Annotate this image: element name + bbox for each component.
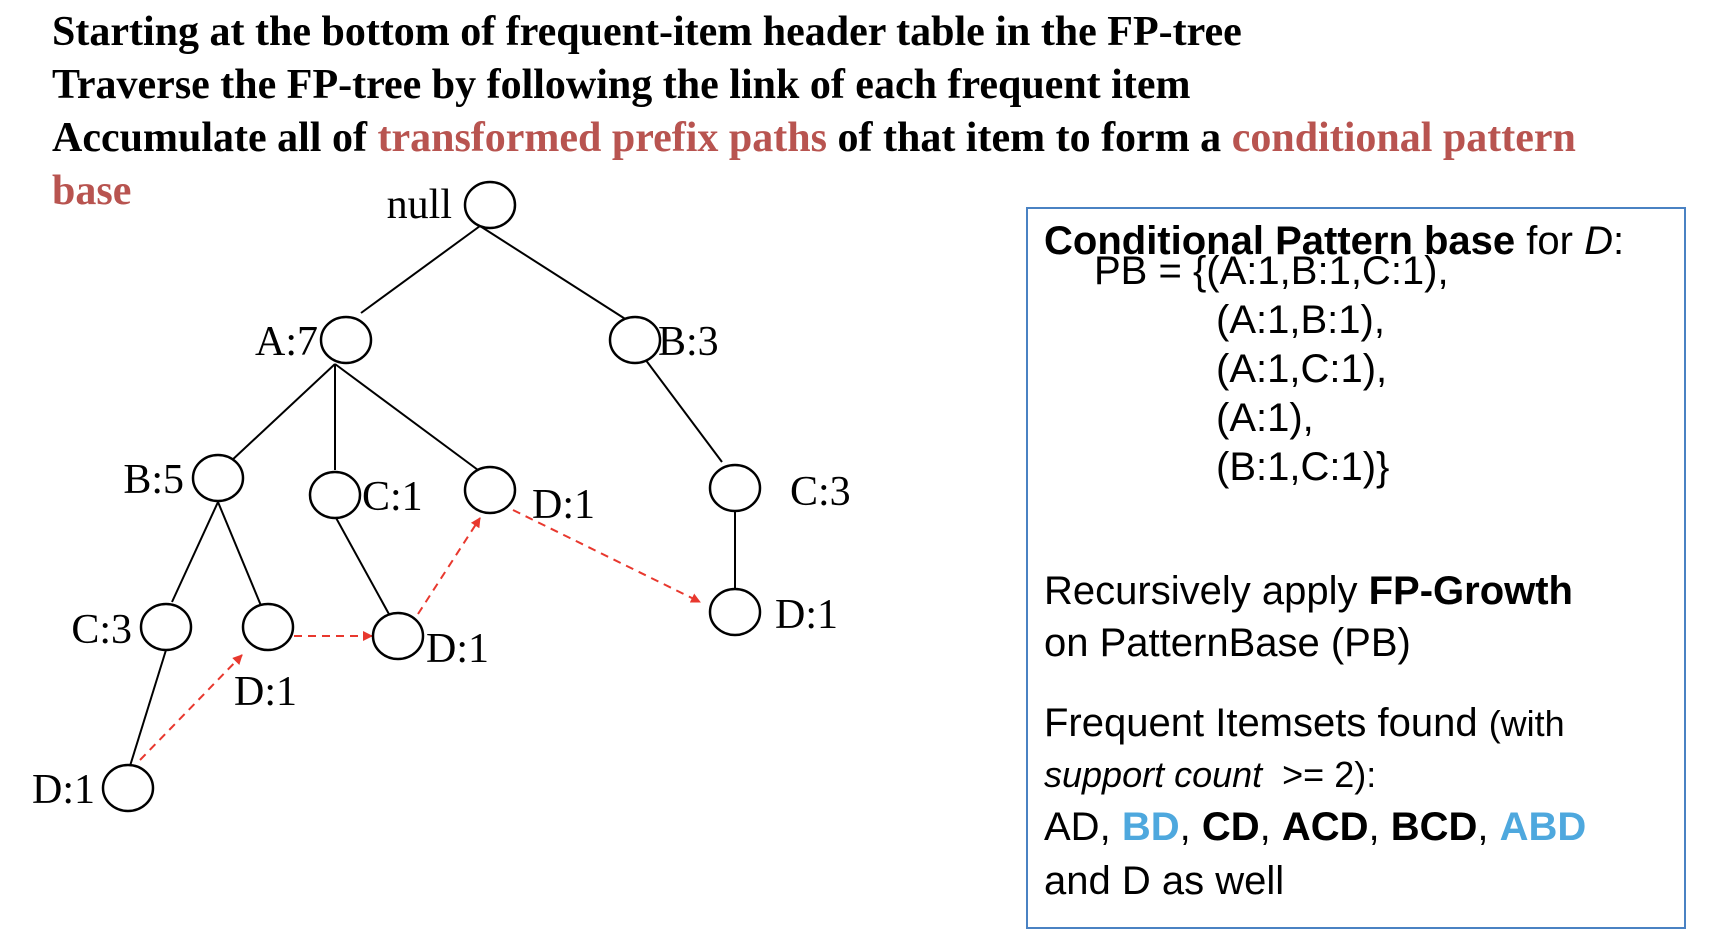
- frequent-line-4: and D as well: [1044, 859, 1285, 903]
- node-d1-b: [241, 602, 295, 652]
- node-c1: [308, 470, 362, 520]
- node-null: [463, 180, 517, 230]
- pattern-base-line-4: (A:1),: [1216, 396, 1314, 440]
- fp-tree-diagram: null A:7 B:3 B:5 C:1 D:1 C:3 C:3 D:1 D:1…: [32, 180, 851, 813]
- edge-null-b3: [479, 225, 631, 323]
- frequent-line-1: Frequent Itemsets found (with: [1044, 699, 1565, 748]
- pattern-base-line-2: (A:1,B:1),: [1216, 298, 1385, 342]
- edge-b5-c3-left: [171, 501, 219, 603]
- label-d1-d: D:1: [775, 592, 838, 638]
- node-d1-d: [708, 587, 762, 637]
- panel-title-item: D: [1584, 219, 1613, 263]
- node-b5: [191, 453, 245, 503]
- frequent-with: (with: [1488, 703, 1565, 744]
- label-a7: A:7: [255, 319, 318, 365]
- node-links: [139, 509, 701, 761]
- edge-c1-d1-c: [334, 515, 391, 617]
- label-d1-c: D:1: [426, 626, 489, 672]
- fp-growth-term: FP-Growth: [1368, 569, 1573, 613]
- node-link-arrow-1: [139, 654, 243, 761]
- heading-line-2: Traverse the FP-tree by following the li…: [52, 62, 1191, 108]
- transformed-prefix-paths-highlight: transformed prefix paths: [377, 115, 827, 161]
- tree-nodes: [101, 180, 762, 813]
- heading-line-4: base: [52, 168, 132, 214]
- label-c3-left: C:3: [71, 607, 132, 653]
- label-d1-b: D:1: [234, 669, 297, 715]
- node-link-arrow-3: [417, 517, 481, 615]
- heading-line-3-part-c: of that item to form a: [826, 115, 1232, 161]
- node-d1-a: [463, 465, 517, 515]
- label-b3: B:3: [658, 319, 719, 365]
- itemset-abd: ABD: [1499, 805, 1587, 849]
- itemset-ad: AD: [1044, 805, 1100, 849]
- recursive-text: Recursively apply: [1044, 569, 1369, 613]
- label-null: null: [387, 182, 452, 228]
- label-c3-right: C:3: [790, 469, 851, 515]
- edge-a7-d1-a: [334, 363, 479, 471]
- itemset-separator: ,: [1099, 805, 1122, 849]
- conditional-pattern-base-panel: Conditional Pattern base for D: PB = {(A…: [1026, 207, 1686, 929]
- label-c1: C:1: [362, 474, 423, 520]
- itemset-bd: BD: [1121, 805, 1180, 849]
- itemset-cd: CD: [1201, 805, 1260, 849]
- heading-line-1: Starting at the bottom of frequent-item …: [52, 9, 1242, 55]
- itemset-separator: ,: [1368, 805, 1391, 849]
- node-link-arrow-4: [512, 509, 701, 603]
- node-c3-right: [708, 463, 762, 513]
- heading-line-3: Accumulate all of transformed prefix pat…: [52, 112, 1702, 165]
- node-c3-left: [139, 602, 193, 652]
- support-threshold: >= 2):: [1262, 754, 1377, 795]
- itemset-separator: ,: [1477, 805, 1500, 849]
- frequent-line-2: support count >= 2):: [1044, 751, 1376, 799]
- node-b3: [608, 315, 662, 365]
- recursive-line-1: Recursively apply FP-Growth: [1044, 567, 1573, 615]
- frequent-itemsets-list: AD, BD, CD, ACD, BCD, ABD: [1044, 803, 1586, 851]
- label-b5: B:5: [123, 457, 184, 503]
- support-count-term: support count: [1044, 754, 1263, 795]
- panel-title-colon: :: [1612, 219, 1625, 263]
- node-d1-c: [371, 611, 425, 661]
- panel-title-for: for: [1515, 219, 1585, 263]
- panel-title: Conditional Pattern base for D:: [1044, 217, 1624, 265]
- edge-a7-b5: [229, 363, 336, 463]
- edge-null-a7: [360, 225, 481, 314]
- frequent-text: Frequent Itemsets found: [1044, 701, 1489, 745]
- tree-edges: [129, 225, 736, 767]
- heading: Starting at the bottom of frequent-item …: [52, 6, 1702, 218]
- pattern-base-line-3: (A:1,C:1),: [1216, 347, 1388, 391]
- node-d1-e: [101, 763, 155, 813]
- edge-b3-c3-right: [641, 354, 723, 463]
- panel-title-bold: Conditional Pattern base: [1044, 219, 1516, 263]
- conditional-pattern-highlight: conditional pattern: [1231, 115, 1576, 161]
- label-d1-e: D:1: [32, 767, 95, 813]
- itemset-acd: ACD: [1281, 805, 1369, 849]
- edge-b5-d1-b: [217, 501, 263, 609]
- heading-line-3-part-a: Accumulate all of: [52, 115, 378, 161]
- node-a7: [319, 315, 373, 365]
- itemset-bcd: BCD: [1390, 805, 1478, 849]
- recursive-line-2: on PatternBase (PB): [1044, 621, 1411, 665]
- label-d1-a: D:1: [532, 482, 595, 528]
- pattern-base-set: PB = {(A:1,B:1,C:1), (A:1,B:1), (A:1,C:1…: [1094, 247, 1449, 492]
- itemset-separator: ,: [1179, 805, 1202, 849]
- edge-c3-left-d1-e: [129, 649, 167, 767]
- node-labels: null A:7 B:3 B:5 C:1 D:1 C:3 C:3 D:1 D:1…: [32, 182, 851, 813]
- itemset-separator: ,: [1259, 805, 1282, 849]
- pattern-base-line-5: (B:1,C:1)}: [1216, 445, 1390, 489]
- pattern-base-line-1: PB = {(A:1,B:1,C:1),: [1094, 249, 1449, 293]
